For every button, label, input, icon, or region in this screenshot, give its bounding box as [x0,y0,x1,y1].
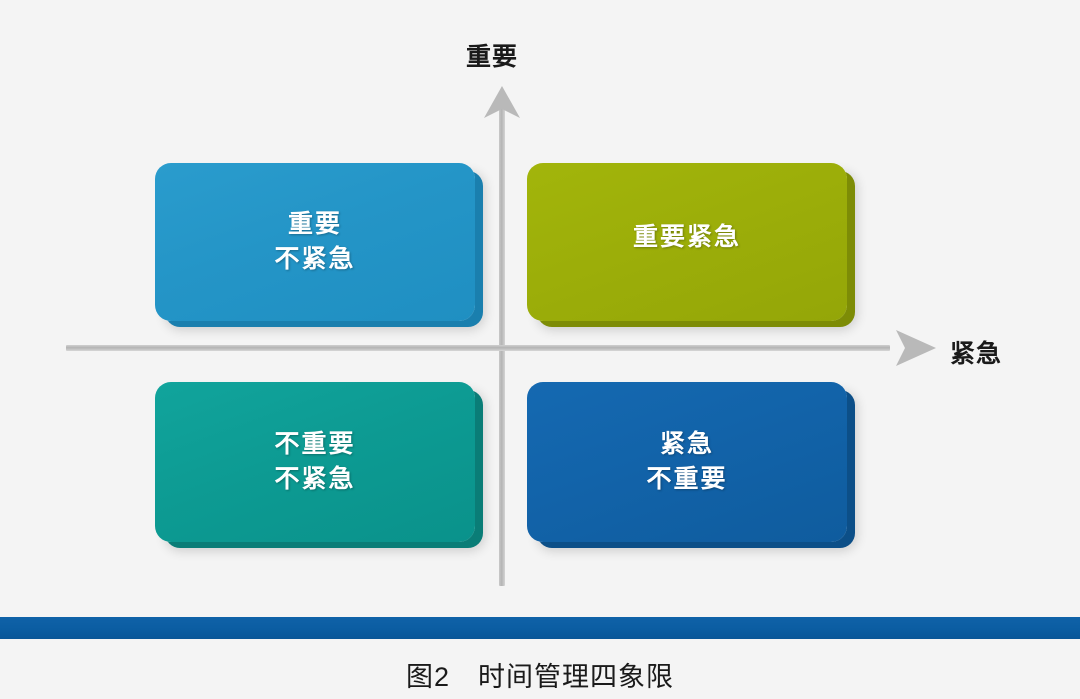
quadrant-label-line-1: 不重要 [274,429,356,458]
quadrant-label-line-1: 重要紧急 [632,223,741,252]
quadrant-label-line-2: 不重要 [646,465,728,493]
quadrant-urgent-not-important[interactable]: 紧急 不重要 [527,382,847,542]
quadrant-not-important-not-urgent[interactable]: 不重要 不紧急 [155,382,475,542]
quadrant-label-line-1: 重要 [287,209,342,238]
quadrant-important-not-urgent[interactable]: 重要 不紧急 [155,163,475,321]
arrow-right-icon [880,326,938,370]
quadrant-label-line-2: 不紧急 [274,465,356,493]
arrow-up-icon [480,86,524,120]
axis-label-important: 重要 [466,43,519,71]
footer-divider-rule [0,617,1080,639]
horizontal-axis-line [66,345,890,351]
axis-label-urgent: 紧急 [950,340,1003,368]
quadrant-label-line-2: 不紧急 [274,245,356,273]
figure-caption: 图2 时间管理四象限 [405,662,675,692]
quadrant-label-line-1: 紧急 [659,429,714,458]
quadrant-important-urgent[interactable]: 重要紧急 [527,163,847,321]
